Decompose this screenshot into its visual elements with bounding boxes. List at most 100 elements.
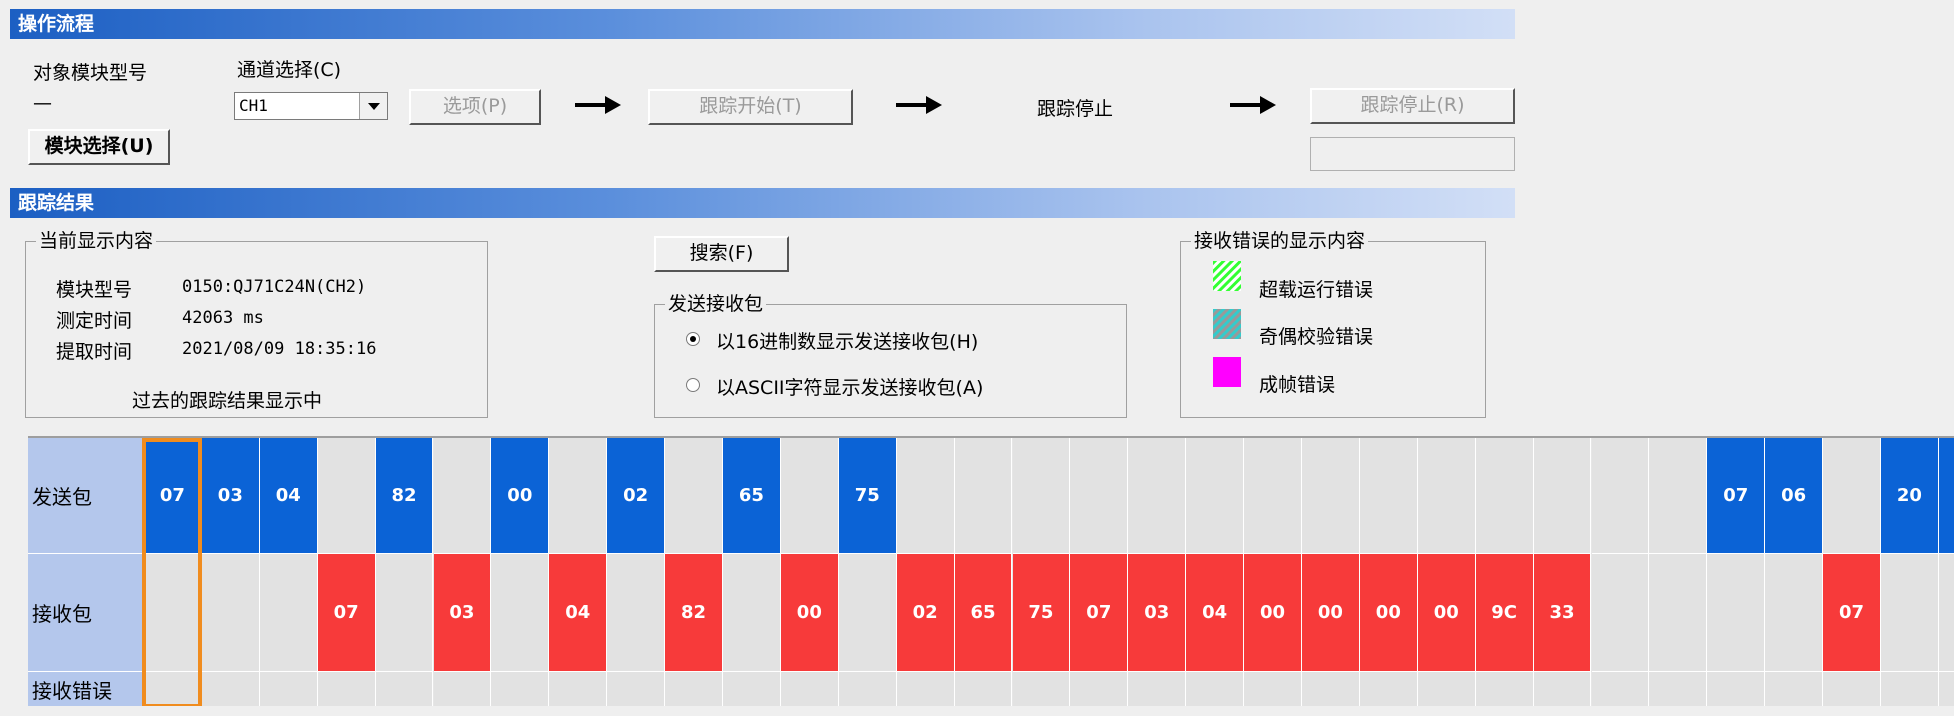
tx-packet-cell[interactable]: 20 (1881, 438, 1939, 554)
err-packet-cell[interactable] (259, 672, 318, 706)
rx-packet-cell[interactable]: 04 (549, 554, 608, 672)
err-packet-cell[interactable] (1012, 672, 1071, 706)
err-packet-cell[interactable] (1591, 672, 1650, 706)
rx-packet-cell[interactable] (1938, 554, 1954, 672)
rx-packet-cell[interactable] (259, 554, 318, 672)
err-packet-cell[interactable] (491, 672, 550, 706)
err-packet-cell[interactable] (317, 672, 376, 706)
trace-stop-button[interactable]: 跟踪停止(R) (1310, 88, 1515, 124)
hex-display-radio[interactable] (686, 332, 700, 346)
ascii-display-radio-option[interactable]: 以ASCII字符显示发送接收包(A) (686, 373, 1106, 399)
rx-packet-cell[interactable] (1881, 554, 1939, 672)
err-packet-cell[interactable] (780, 672, 839, 706)
err-packet-cell[interactable] (1070, 672, 1129, 706)
err-packet-cell[interactable] (1128, 672, 1187, 706)
tx-packet-cell[interactable] (1128, 438, 1187, 554)
tx-packet-cell[interactable] (1591, 438, 1650, 554)
tx-packet-cell[interactable]: 04 (259, 438, 318, 554)
err-packet-cell[interactable] (954, 672, 1013, 706)
rx-packet-cell[interactable]: 00 (1302, 554, 1360, 672)
rx-packet-cell[interactable]: 03 (433, 554, 492, 672)
tx-packet-cell[interactable] (433, 438, 492, 554)
trace-start-button[interactable]: 跟踪开始(T) (648, 89, 853, 125)
rx-packet-cell[interactable] (375, 554, 434, 672)
rx-packet-cell[interactable]: 07 (317, 554, 376, 672)
rx-packet-cell[interactable]: 00 (1359, 554, 1418, 672)
err-packet-cell[interactable] (1938, 672, 1954, 706)
tx-packet-cell[interactable] (1475, 438, 1534, 554)
rx-packet-cell[interactable]: 75 (1012, 554, 1071, 672)
err-packet-cell[interactable] (1533, 672, 1592, 706)
rx-packet-cell[interactable]: 9C (1475, 554, 1534, 672)
err-packet-cell[interactable] (838, 672, 897, 706)
tx-packet-cell[interactable] (549, 438, 608, 554)
err-packet-cell[interactable] (1649, 672, 1708, 706)
tx-packet-cell[interactable]: 82 (375, 438, 434, 554)
tx-packet-cell[interactable] (1417, 438, 1476, 554)
rx-packet-cell[interactable]: 33 (1533, 554, 1592, 672)
rx-packet-cell[interactable] (723, 554, 781, 672)
tx-packet-cell[interactable]: 03 (201, 438, 260, 554)
ascii-display-radio[interactable] (686, 378, 700, 392)
err-packet-cell[interactable] (607, 672, 666, 706)
rx-packet-cell[interactable]: 07 (1070, 554, 1129, 672)
err-packet-cell[interactable] (896, 672, 955, 706)
err-packet-cell[interactable] (201, 672, 260, 706)
rx-packet-cell[interactable] (1649, 554, 1708, 672)
tx-packet-cell[interactable] (1070, 438, 1129, 554)
tx-packet-cell[interactable] (317, 438, 376, 554)
tx-packet-cell[interactable]: 65 (723, 438, 781, 554)
err-packet-cell[interactable] (1881, 672, 1939, 706)
err-packet-cell[interactable] (1186, 672, 1245, 706)
tx-packet-cell[interactable]: 06 (1765, 438, 1824, 554)
err-packet-cell[interactable] (1359, 672, 1418, 706)
tx-packet-cell[interactable] (1244, 438, 1302, 554)
tx-packet-cell[interactable] (1823, 438, 1881, 554)
channel-select[interactable]: CH1 (234, 92, 388, 120)
rx-packet-cell[interactable]: 82 (665, 554, 723, 672)
tx-packet-cell[interactable] (1186, 438, 1245, 554)
err-packet-cell[interactable] (1475, 672, 1534, 706)
rx-packet-cell[interactable]: 03 (1128, 554, 1187, 672)
err-packet-cell[interactable] (375, 672, 434, 706)
rx-packet-cell[interactable]: 00 (780, 554, 839, 672)
rx-packet-cell[interactable]: 00 (1417, 554, 1476, 672)
err-packet-cell[interactable] (723, 672, 781, 706)
rx-packet-cell[interactable] (607, 554, 666, 672)
rx-packet-cell[interactable]: 04 (1186, 554, 1245, 672)
tx-packet-cell[interactable] (954, 438, 1013, 554)
err-packet-cell[interactable] (1417, 672, 1476, 706)
tx-packet-cell[interactable] (1302, 438, 1360, 554)
err-packet-cell[interactable] (144, 672, 202, 706)
rx-packet-cell[interactable]: 00 (1244, 554, 1302, 672)
hex-display-radio-option[interactable]: 以16进制数显示发送接收包(H) (686, 327, 1106, 353)
err-packet-cell[interactable] (549, 672, 608, 706)
tx-packet-cell[interactable] (1359, 438, 1418, 554)
err-packet-cell[interactable] (1823, 672, 1881, 706)
err-packet-cell[interactable] (1765, 672, 1824, 706)
rx-packet-cell[interactable] (491, 554, 550, 672)
rx-packet-cell[interactable] (1707, 554, 1766, 672)
module-select-button[interactable]: 模块选择(U) (28, 129, 170, 165)
tx-packet-cell[interactable]: 75 (838, 438, 897, 554)
rx-packet-cell[interactable] (144, 554, 202, 672)
rx-packet-cell[interactable]: 65 (954, 554, 1013, 672)
rx-packet-cell[interactable]: 02 (896, 554, 955, 672)
tx-packet-cell[interactable] (780, 438, 839, 554)
option-button[interactable]: 选项(P) (409, 89, 541, 125)
tx-packet-cell[interactable]: 02 (607, 438, 666, 554)
tx-packet-cell[interactable]: 40 (1938, 438, 1954, 554)
rx-packet-cell[interactable] (1591, 554, 1650, 672)
err-packet-cell[interactable] (1302, 672, 1360, 706)
tx-packet-cell[interactable]: 07 (1707, 438, 1766, 554)
tx-packet-cell[interactable] (1533, 438, 1592, 554)
err-packet-cell[interactable] (1707, 672, 1766, 706)
tx-packet-cell[interactable] (1649, 438, 1708, 554)
err-packet-cell[interactable] (1244, 672, 1302, 706)
tx-packet-cell[interactable] (1012, 438, 1071, 554)
rx-packet-cell[interactable] (201, 554, 260, 672)
rx-packet-cell[interactable] (838, 554, 897, 672)
err-packet-cell[interactable] (433, 672, 492, 706)
tx-packet-cell[interactable] (896, 438, 955, 554)
tx-packet-cell[interactable] (665, 438, 723, 554)
